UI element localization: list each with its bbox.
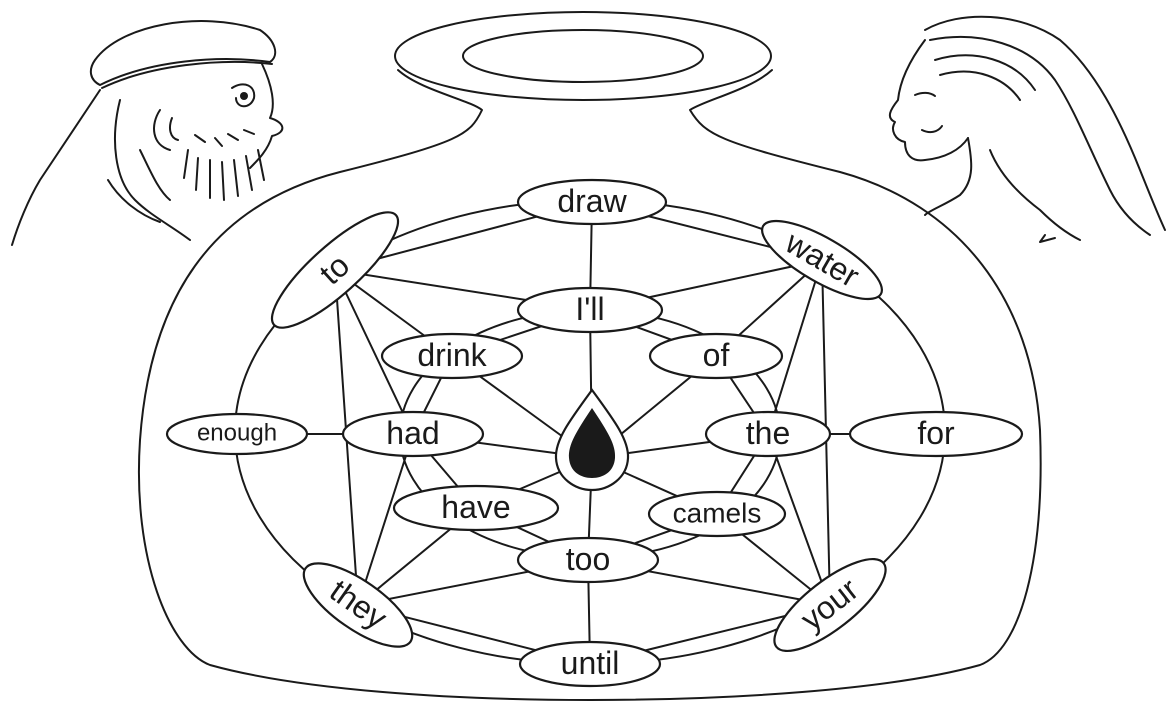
word-pill-had: had xyxy=(343,412,483,456)
word-pill-drink: drink xyxy=(382,334,522,378)
word-pill-for: for xyxy=(850,412,1022,456)
word-drink: drink xyxy=(417,337,487,373)
word-had: had xyxy=(386,415,439,451)
word-pill-ill: I'll xyxy=(518,288,662,332)
water-drop-icon xyxy=(556,390,628,490)
woman-illustration xyxy=(890,17,1165,242)
word-ill: I'll xyxy=(575,291,604,327)
word-of: of xyxy=(703,337,730,373)
word-pill-enough: enough xyxy=(167,414,307,454)
man-illustration xyxy=(12,21,282,245)
word-pill-too: too xyxy=(518,538,658,582)
word-pill-camels: camels xyxy=(649,492,785,536)
word-pill-until: until xyxy=(520,642,660,686)
word-enough: enough xyxy=(197,420,277,447)
word-have: have xyxy=(441,489,510,525)
word-too: too xyxy=(566,541,610,577)
word-pill-the: the xyxy=(706,412,830,456)
word-pill-draw: draw xyxy=(518,180,666,224)
word-pill-to: to xyxy=(258,197,412,342)
word-draw: draw xyxy=(557,183,627,219)
word-until: until xyxy=(561,645,620,681)
word-pill-of: of xyxy=(650,334,782,378)
word-camels: camels xyxy=(673,498,762,529)
word-for: for xyxy=(917,415,955,451)
word-pill-they: they xyxy=(292,549,424,662)
word-the: the xyxy=(746,415,790,451)
word-pill-have: have xyxy=(394,486,558,530)
